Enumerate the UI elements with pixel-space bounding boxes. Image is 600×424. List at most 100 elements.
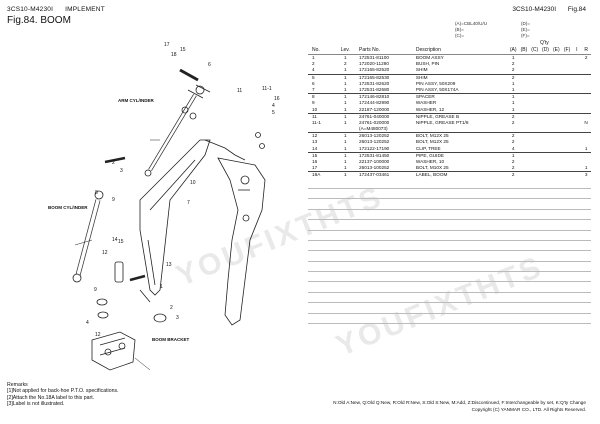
row-level: 1 (343, 152, 347, 158)
callout: 11 (237, 88, 243, 94)
row-qty-a: 1 (511, 152, 515, 158)
blank-row (308, 251, 591, 262)
blank-row (308, 231, 591, 241)
row-qty-a: 1 (511, 94, 515, 100)
row-number: 4 (312, 67, 315, 73)
row-part-number: 24761-040000 (359, 113, 390, 119)
callout: 5 (272, 110, 275, 116)
row-number: 5 (312, 74, 315, 80)
row-level: 1 (343, 74, 347, 80)
table-header-top: Q'ty (308, 40, 591, 47)
row-level: 1 (343, 106, 347, 112)
row-qty-e (551, 67, 562, 73)
row-remark: 1 (584, 145, 588, 151)
row-remark: 3 (584, 172, 588, 178)
col-lev: Lev. (340, 47, 350, 53)
callout: 16 (274, 96, 280, 102)
row-part-number: 22187-120000 (359, 106, 390, 112)
callout: 13 (166, 262, 172, 268)
row-number: 16 (312, 159, 318, 164)
callout: 7 (187, 200, 190, 206)
row-level: 1 (343, 159, 347, 164)
row-qty-a: 1 (511, 86, 515, 92)
row-remark: 1 (584, 165, 588, 171)
blank-row (308, 293, 591, 304)
row-qty-c (529, 87, 540, 93)
blank-row (308, 272, 591, 283)
row-interchange (572, 107, 581, 113)
row-remark (581, 126, 591, 132)
callout: 9 (94, 287, 97, 293)
row-qty-a: 2 (511, 119, 515, 125)
row-level: 1 (343, 172, 347, 178)
row-part-number: 172531-82680 (359, 86, 390, 92)
row-qty-b (519, 146, 530, 152)
row-number: 8 (312, 94, 315, 100)
row-part-number: 172531-81100 (359, 55, 389, 60)
row-level: 1 (343, 165, 347, 171)
row-level: 1 (343, 145, 347, 151)
row-level: 1 (343, 94, 347, 100)
row-number: 1 (312, 55, 315, 60)
row-qty-a: 2 (511, 113, 515, 119)
row-description: WASHER (415, 100, 437, 106)
table-blank-rows (308, 179, 591, 325)
col-i: I (576, 47, 578, 53)
callout: 14 (112, 237, 118, 243)
row-level: 1 (343, 80, 347, 86)
row-level: 1 (343, 55, 347, 60)
row-qty-d (540, 87, 551, 93)
row-number: 2 (312, 61, 315, 67)
row-qty-c (529, 146, 540, 152)
row-description: NIPPLE, GREASE B (415, 113, 460, 119)
row-part-number: 172444-82990 (359, 100, 390, 106)
label-boom-bracket: BOOM BRACKET (152, 337, 190, 342)
row-remark (581, 87, 591, 93)
row-qty-a: 2 (511, 165, 515, 171)
row-qty-f (562, 172, 573, 178)
blank-row (308, 220, 591, 231)
label-arm-cylinder: ARM CYL/INDER (118, 98, 154, 103)
blank-row (308, 303, 591, 314)
row-description: BOOM ASSY (415, 55, 444, 60)
row-description: PIN ASSY, 50X174A (415, 86, 459, 92)
row-qty-a: 2 (511, 74, 515, 80)
row-number: 17 (312, 165, 318, 171)
row-number: 13 (312, 139, 318, 145)
row-part-number: 172531-82620 (359, 80, 390, 86)
col-parts-no: Parts No. (359, 47, 380, 53)
footer-legend: N:Old A:New, Q:Old Q:New, R:Old R:New, S… (333, 400, 586, 405)
row-level: 1 (343, 100, 347, 106)
row-qty-d (540, 172, 551, 178)
row-qty-e (551, 165, 562, 171)
row-interchange (572, 67, 581, 73)
col-qa: (A) (509, 47, 517, 53)
row-qty-a: 2 (511, 172, 515, 178)
row-qty-d (540, 67, 551, 73)
row-part-number: 26013-100252 (359, 165, 390, 171)
row-qty-e (551, 87, 562, 93)
figure-number: Fig.84 (567, 6, 586, 13)
row-remark: 2 (584, 55, 588, 60)
callout: 8 (95, 190, 98, 196)
row-description: WASHER, 10 (415, 159, 445, 164)
row-qty-c (529, 126, 540, 132)
row-qty-a: 2 (511, 61, 515, 67)
col-qc: (C) (531, 47, 539, 53)
row-qty-b (519, 87, 530, 93)
row-qty-e (551, 107, 562, 113)
callout: 6 (208, 62, 211, 68)
row-qty-c (529, 172, 540, 178)
row-number: 6 (312, 80, 315, 86)
row-qty-a (508, 126, 519, 132)
row-number (308, 126, 335, 132)
exploded-diagram: 17 15 18 6 11 11-1 16 4 5 2 3 9 8 10 7 1… (0, 40, 305, 375)
blank-row (308, 262, 591, 273)
